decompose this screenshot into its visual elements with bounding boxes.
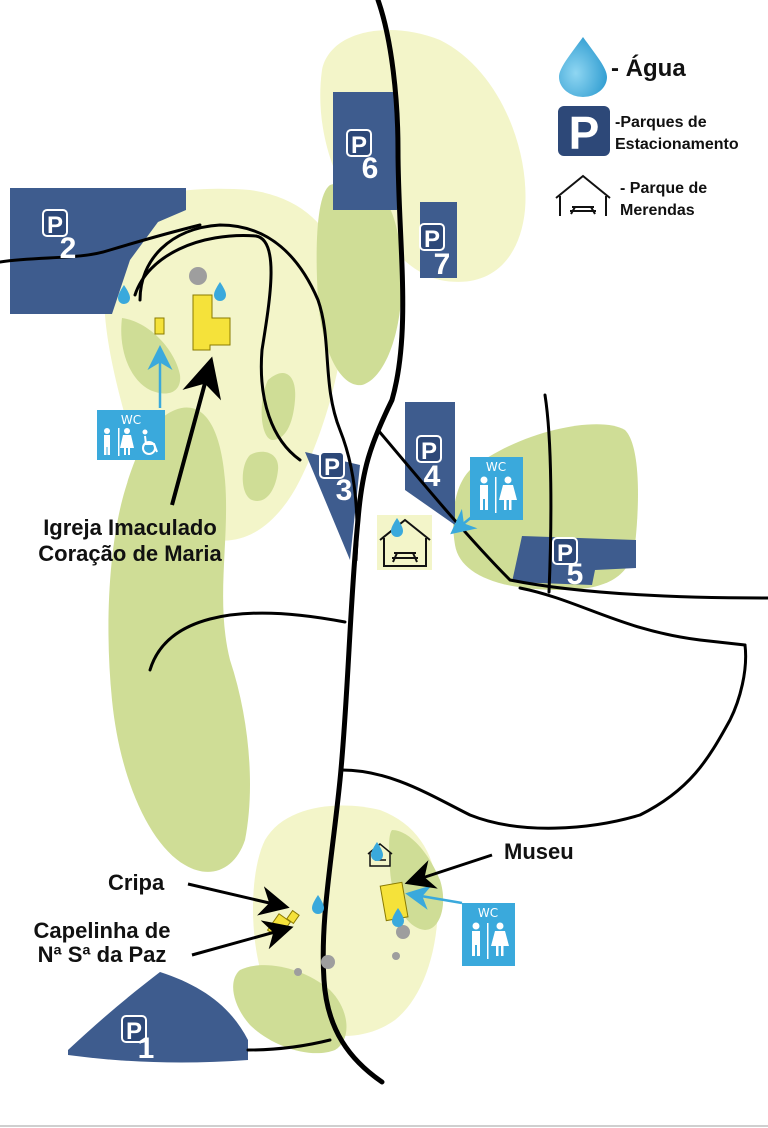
toilet-people-icon [104,428,134,456]
svg-text:1: 1 [138,1032,155,1065]
museum-arrow [404,853,493,889]
legend-water-drop-icon [559,37,607,97]
bottom-border [0,1125,768,1127]
p4-area [405,402,455,525]
p5-label: P 5 [552,537,584,591]
svg-text:3: 3 [336,474,353,507]
church-loop-outer [138,223,359,562]
wc-arrow-museum [405,885,463,910]
toilet-people-icon [472,922,509,959]
picnic-light-zone [377,515,432,570]
legend-parking-line2: Estacionamento [615,136,739,153]
picnic-shelter-icon [379,518,431,567]
wc-label: WC [121,413,141,427]
museum-label: Museu [504,839,574,864]
grey-dot [294,968,302,976]
crypt-label: Cripa [108,870,165,895]
wc-label: WC [478,906,498,920]
road-to-p4 [376,428,768,600]
water-drop-icon [391,518,403,537]
svg-text:P: P [557,540,573,567]
wc-sign-church: WC [97,410,165,460]
north-green-zone [316,183,402,386]
legend-parking-line1: -Parques de [615,114,707,131]
p3-label: P 3 [319,451,353,507]
svg-text:P: P [569,107,600,159]
accessible-icon [142,435,158,455]
east-loop-right [340,643,748,830]
road-p5-vertical [543,393,553,594]
svg-text:P: P [424,226,440,253]
p2-label: P 2 [42,209,77,265]
svg-text:4: 4 [424,460,441,493]
water-drop-icon [371,842,383,861]
chapel-label-line1: Capelinha de [34,918,171,943]
church-building [192,294,231,351]
water-drop-icon [312,895,324,914]
p3-area [305,452,360,560]
svg-text:P: P [126,1018,142,1045]
p4-label: P 4 [416,435,442,493]
grey-dot [321,955,335,969]
legend-water-label: - Água [611,54,686,82]
grey-dot [392,952,400,960]
svg-text:7: 7 [434,248,451,281]
svg-text:6: 6 [362,152,379,185]
water-drop-icon [118,285,130,304]
west-loop [148,611,347,672]
west-green-zone [108,407,250,872]
water-drops [118,282,404,927]
p1-area [68,972,248,1063]
grey-dot [396,925,410,939]
chapel-arrow [191,920,294,957]
legend: - Água P -Parques de Estacionamento - Pa… [555,37,739,219]
small-green-2 [242,451,279,501]
legend-picnic-icon [555,174,611,216]
small-green-1 [261,372,296,440]
p1-connector [246,1038,332,1052]
svg-text:P: P [324,454,340,481]
parking-areas [10,92,636,1063]
crypt-arrow [187,882,290,916]
road-west-p2 [0,223,202,264]
legend-parking-icon: P [558,106,610,159]
legend-picnic-line2: Merendas [620,202,695,219]
svg-text:2: 2 [60,232,77,265]
legend-picnic-line1: - Parque de [620,180,707,197]
grey-dots [189,267,410,976]
wc-label: WC [486,460,506,474]
church-annex [154,317,165,335]
toilet-people-icon [480,476,517,513]
water-drop-icon [392,908,404,927]
svg-text:P: P [47,212,63,239]
arrows [147,345,493,957]
wc-sign-east: WC [470,457,523,520]
wc-arrow-east [450,508,479,535]
water-drop-icon [214,282,226,301]
svg-text:5: 5 [567,558,584,591]
svg-text:P: P [421,438,437,465]
church-loop-inner [133,234,302,462]
church-label-line2: Coração de Maria [38,541,222,566]
p6-label: P 6 [346,129,379,185]
p7-label: P 7 [419,223,451,281]
east-loop-upper [518,586,747,647]
place-labels: Igreja Imaculado Coração de Maria Museu … [34,515,574,967]
church-arrow [170,356,222,506]
church-label-line1: Igreja Imaculado [43,515,217,540]
grey-dot [189,267,207,285]
south-green-zone [233,965,347,1054]
parking-labels: P 1 P 2 P 3 P 4 P 5 P 6 P [42,129,584,1065]
wc-sign-museum: WC [462,903,515,966]
chapel-label-line2: Nª Sª da Paz [38,942,167,967]
p1-label: P 1 [121,1015,155,1065]
svg-text:P: P [351,132,367,159]
